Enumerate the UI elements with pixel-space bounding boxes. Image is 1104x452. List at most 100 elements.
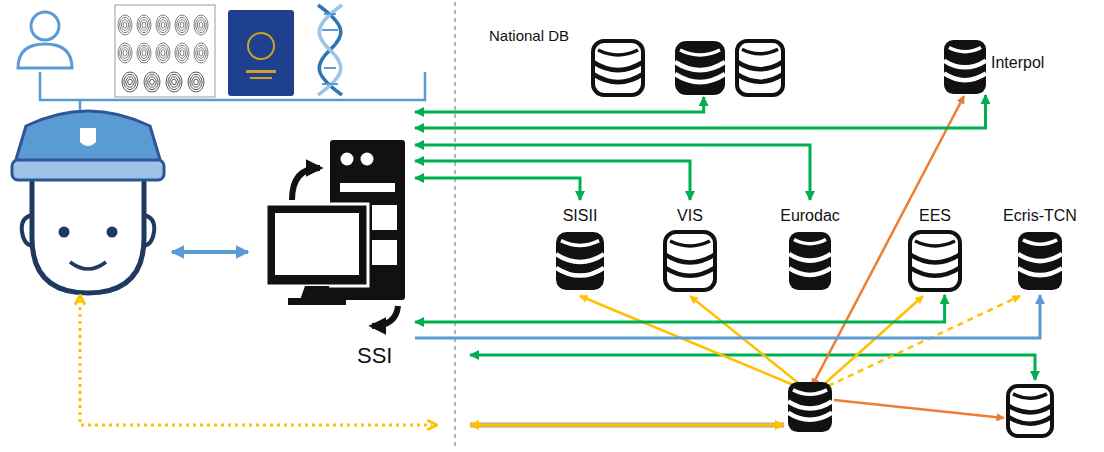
central-database-icon-part bbox=[788, 413, 832, 420]
fingerprint-card-part bbox=[156, 43, 170, 63]
fingerprint-card-part bbox=[161, 50, 165, 56]
database-icon bbox=[660, 231, 720, 293]
fingerprint-card-part bbox=[199, 50, 203, 56]
fingerprint-card-part bbox=[146, 74, 158, 89]
dna-icon-part bbox=[318, 5, 342, 95]
hub-arrow bbox=[834, 400, 1004, 418]
fingerprint-card-part bbox=[128, 79, 133, 85]
fingerprint-card-part bbox=[199, 22, 203, 28]
fingerprint-card-part bbox=[166, 72, 182, 92]
police-officer-icon-part bbox=[80, 128, 96, 146]
computer-server-icon-part bbox=[275, 213, 359, 275]
passport-icon-part bbox=[250, 77, 272, 79]
fingerprint-card-part bbox=[139, 17, 150, 32]
data-link-arrow bbox=[415, 178, 580, 200]
fingerprint-card-part bbox=[121, 20, 128, 31]
output-database-icon bbox=[1008, 386, 1052, 436]
database-icon bbox=[556, 232, 604, 290]
police-officer-icon bbox=[12, 111, 164, 293]
database-icon bbox=[780, 231, 840, 293]
ssi-system: SSI bbox=[265, 100, 415, 375]
fingerprint-card-part bbox=[197, 48, 204, 59]
police-officer-icon-part bbox=[22, 215, 34, 246]
police-officer-icon-part bbox=[142, 215, 154, 246]
database-icon-part bbox=[1018, 268, 1062, 275]
database-icon-part bbox=[556, 254, 604, 262]
computer-server-icon-part bbox=[266, 204, 368, 286]
dotted-query-arrow bbox=[80, 300, 432, 425]
sis-db: SISII bbox=[540, 200, 620, 295]
fingerprint-card-part bbox=[188, 72, 204, 92]
hub-arrow bbox=[812, 96, 964, 386]
interpol-db: Interpol bbox=[945, 32, 1095, 95]
database-icon-part bbox=[665, 232, 715, 290]
computer-server-icon-part bbox=[341, 153, 354, 166]
fingerprint-card-part bbox=[156, 15, 170, 35]
database-icon bbox=[944, 40, 986, 94]
database-icon-part bbox=[737, 41, 783, 95]
fingerprint-card-part bbox=[120, 45, 131, 60]
database-icon-part bbox=[944, 73, 986, 80]
database-icon-part bbox=[665, 254, 715, 262]
fingerprint-card-part bbox=[159, 48, 166, 59]
node-label: SSI bbox=[357, 343, 392, 369]
fingerprint-card-part bbox=[194, 79, 199, 85]
fingerprint-card-part bbox=[142, 22, 146, 28]
query-link-arrow bbox=[470, 424, 784, 427]
database-icon bbox=[665, 232, 715, 290]
database-icon-part bbox=[1018, 232, 1062, 290]
fingerprint-card-part bbox=[159, 20, 166, 31]
national-db-group: National DB bbox=[485, 25, 790, 97]
database-icon-part bbox=[556, 268, 604, 276]
person-icon-part bbox=[31, 12, 59, 40]
fingerprint-card-part bbox=[177, 17, 188, 32]
fingerprint-card-part bbox=[190, 74, 202, 89]
database-icon-part bbox=[737, 62, 783, 69]
fingerprint-card-part bbox=[197, 20, 204, 31]
computer-server-icon-part bbox=[340, 183, 395, 192]
fingerprint-card-part bbox=[168, 74, 180, 89]
fingerprint-card bbox=[115, 5, 215, 97]
database-icon-part bbox=[665, 268, 715, 276]
database-icon-part bbox=[593, 62, 643, 70]
data-link-arrow bbox=[415, 145, 810, 200]
vis-db: VIS bbox=[650, 200, 730, 295]
fingerprint-card-part bbox=[177, 45, 188, 60]
ecris-tcn-db: Ecris-TCN bbox=[990, 200, 1090, 295]
passport-icon-part bbox=[248, 33, 274, 59]
output-database-icon-part bbox=[1013, 394, 1047, 398]
fingerprint-card-part bbox=[124, 74, 136, 89]
database-icon-part bbox=[910, 232, 960, 290]
data-link-arrow bbox=[415, 295, 1040, 338]
dna-icon-part bbox=[318, 5, 342, 95]
person-icon-part bbox=[18, 44, 72, 68]
database-icon-part bbox=[910, 268, 960, 276]
database-icon-part bbox=[1018, 254, 1062, 261]
hub-arrow bbox=[580, 296, 796, 386]
computer-server-icon-part bbox=[300, 286, 334, 300]
database-icon bbox=[789, 232, 831, 290]
hub-arrow bbox=[690, 296, 802, 386]
fingerprint-card-part bbox=[192, 77, 200, 87]
fingerprint-card-part bbox=[137, 15, 151, 35]
database-icon-part bbox=[675, 41, 725, 95]
data-link-arrow bbox=[415, 97, 704, 112]
node-label: Interpol bbox=[991, 53, 1044, 72]
fingerprint-card-part bbox=[178, 20, 185, 31]
data-link-arrow bbox=[415, 295, 945, 322]
computer-server-icon-part bbox=[288, 298, 346, 305]
database-icon bbox=[910, 232, 960, 290]
database-icon-part bbox=[949, 48, 981, 52]
officer-ssi-arrow bbox=[172, 250, 248, 254]
computer-server-icon bbox=[266, 140, 405, 326]
database-icon bbox=[593, 41, 643, 95]
bracket bbox=[40, 72, 425, 116]
output-database-icon-part bbox=[1008, 405, 1052, 412]
fingerprint-card-part bbox=[194, 43, 208, 63]
database-icon-part bbox=[944, 40, 986, 94]
data-link-arrow bbox=[415, 95, 986, 128]
fingerprint-card-part bbox=[180, 22, 184, 28]
fingerprint-card-part bbox=[142, 50, 146, 56]
